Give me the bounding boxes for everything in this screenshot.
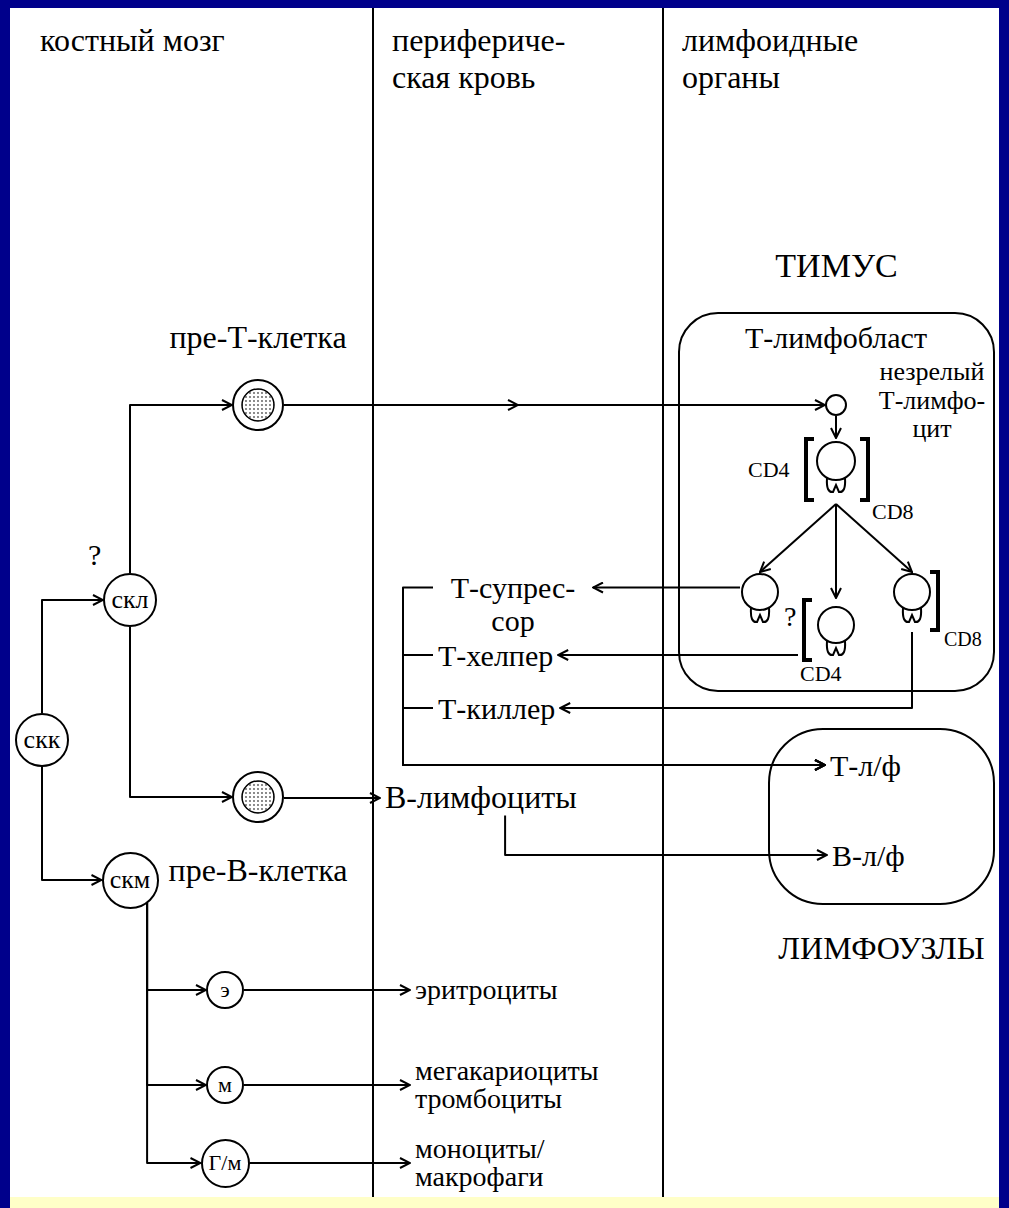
frame-border — [0, 0, 1009, 8]
connector-arrow — [130, 627, 232, 797]
connector-arrow — [560, 632, 912, 708]
precursor-cell-shape — [232, 771, 284, 823]
cell-body — [817, 442, 855, 480]
cell-marker-label: ? — [784, 602, 796, 633]
column-header: костный мозг — [40, 22, 225, 59]
lymphocyte-cell: CD8 — [892, 572, 944, 632]
cell-name: пре-В-клетка — [169, 853, 348, 888]
connector-arrow — [130, 405, 232, 573]
cell-type-text: моноциты/ макрофаги — [415, 1135, 590, 1191]
cell-outer-ring — [233, 772, 283, 822]
cell-type-text: В-лимфоциты — [385, 780, 577, 815]
connector-arrow — [42, 600, 103, 713]
cell-marker-label: CD8 — [872, 500, 914, 524]
stem-cell-abbr: скм — [110, 866, 151, 895]
cell-type-text: эритроциты — [415, 975, 558, 1006]
stem-cell-circle: скл — [103, 573, 157, 627]
stem-cell-circle: Г/м — [201, 1139, 250, 1188]
cell-body — [742, 574, 778, 610]
cell-body — [894, 574, 930, 610]
cell-type-text: В-л/ф — [832, 839, 905, 872]
stem-cell-abbr: м — [218, 1073, 232, 1097]
connector-arrow — [284, 404, 825, 406]
cell-type-label: В-лимфоциты — [380, 780, 582, 815]
bottom-band — [10, 1197, 999, 1208]
connector-arrow — [244, 1084, 410, 1086]
marker-bracket — [860, 439, 868, 500]
cell-type-text: Т-л/ф — [830, 749, 901, 782]
precursor-cell: пре-В-клетка — [232, 771, 284, 823]
marker-bracket — [930, 572, 938, 630]
lymphocyte-cell: ? — [740, 572, 780, 630]
marker-bracket — [804, 600, 812, 660]
cell-type-label: Т-киллер — [433, 692, 560, 725]
column-divider — [372, 8, 374, 1197]
cell-type-label: моноциты/ макрофаги — [410, 1135, 595, 1191]
cell-type-label: эритроциты — [410, 975, 563, 1006]
lymphocyte-shape — [740, 572, 780, 630]
lymphoblast-circle: Т-лимфобласт — [825, 394, 847, 416]
column-header: перифериче- ская кровь — [392, 22, 602, 96]
organ-title: ТИМУС — [775, 247, 897, 284]
frame-border — [999, 0, 1009, 1208]
cell-type-text: мегакариоциты тромбоциты — [415, 1057, 655, 1113]
connector-arrow — [147, 903, 206, 990]
stem-cell-abbr: э — [220, 978, 229, 1002]
stem-cell-circle: э — [206, 971, 244, 1009]
cell-name: Т-лимфобласт — [745, 321, 927, 354]
cell-type-label: Т-супрес- сор — [433, 571, 593, 637]
organ-title: ЛИМФОУЗЛЫ — [778, 931, 984, 966]
connector-arrow — [835, 416, 837, 438]
lymphocyte-shape — [892, 572, 944, 632]
marker-bracket — [806, 439, 814, 500]
connector-arrow — [403, 588, 825, 766]
cell-type-label: Т-хелпер — [433, 639, 558, 672]
cell-outer-ring — [233, 380, 283, 430]
connector-arrow — [593, 587, 740, 589]
column-divider — [662, 8, 664, 1197]
cell-nucleus — [242, 389, 274, 421]
connector-arrow — [244, 989, 410, 991]
connector-arrow — [403, 655, 825, 765]
stem-cell-circle: скм — [102, 852, 159, 909]
connector-arrow — [250, 1162, 411, 1164]
stem-cell-abbr: Г/м — [209, 1151, 242, 1175]
cell-type-label: Т-л/ф — [825, 749, 906, 782]
stem-cell-abbr: скл — [111, 586, 148, 615]
connector-arrow — [760, 504, 836, 572]
organ-outline: ТИМУСТ-лимфобластнезрелый Т-лимфо- цитCD… — [678, 312, 995, 692]
cell-name: пре-Т-клетка — [169, 320, 346, 355]
cell-body — [818, 607, 854, 643]
cell-type-text: Т-хелпер — [438, 639, 553, 672]
cell-marker-label: CD8 — [944, 628, 982, 650]
cell-marker-label: незрелый Т-лимфо- цит — [874, 358, 990, 444]
cell-type-text: Т-супрес- сор — [438, 571, 588, 637]
connector-arrow — [42, 767, 102, 880]
stem-cell-circle: скк — [15, 713, 69, 767]
question-mark: ? — [88, 538, 101, 573]
connector-arrow — [284, 797, 380, 799]
precursor-cell-shape — [232, 379, 284, 431]
connector-arrow — [505, 816, 827, 855]
stem-cell-abbr: скк — [24, 726, 61, 755]
connector-arrow — [147, 903, 206, 1085]
cell-marker-label: CD4 — [748, 458, 790, 482]
cell-type-label: мегакариоциты тромбоциты — [410, 1057, 660, 1113]
cell-type-label: В-л/ф — [827, 839, 910, 872]
cell-type-text: Т-киллер — [438, 692, 555, 725]
frame-border — [0, 0, 10, 1208]
column-header: лимфоидные органы — [682, 22, 892, 96]
lymphocyte-cell: CD4 — [798, 598, 858, 686]
stem-cell-circle: м — [206, 1066, 244, 1104]
lymphocyte-cell: незрелый Т-лимфо- цитCD4CD8 — [726, 438, 926, 504]
cell-nucleus — [242, 781, 274, 813]
connector-arrow — [147, 903, 200, 1163]
connector-arrow — [835, 504, 837, 598]
precursor-cell: пре-Т-клетка — [232, 379, 284, 431]
organ-outline: ЛИМФОУЗЛЫТ-л/фВ-л/ф — [768, 728, 995, 905]
cell-marker-label: CD4 — [800, 662, 842, 686]
